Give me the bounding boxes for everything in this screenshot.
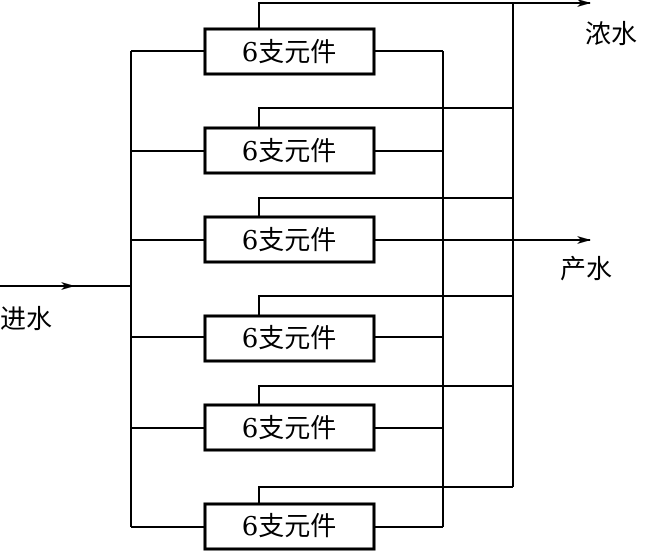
module-4: 6支元件 <box>131 295 513 363</box>
module-6-box <box>203 502 376 551</box>
module-2: 6支元件 <box>131 107 513 175</box>
module-4-label: 6支元件 <box>242 324 337 354</box>
module-4-box <box>203 314 376 363</box>
module-3-concentrate-line <box>258 197 513 217</box>
module-4-concentrate-line <box>258 295 513 316</box>
module-6-label: 6支元件 <box>242 512 337 542</box>
module-6: 6支元件 <box>131 486 513 551</box>
module-5-concentrate-line <box>258 385 513 405</box>
module-6-concentrate-line <box>258 486 513 504</box>
module-3: 6支元件 <box>131 197 513 264</box>
module-2-label: 6支元件 <box>242 137 337 167</box>
feed-label: 进水 <box>0 305 52 335</box>
module-2-concentrate-line <box>258 107 513 128</box>
module-1-concentrate-line <box>258 2 513 29</box>
module-3-label: 6支元件 <box>242 226 337 256</box>
concentrate-label: 浓水 <box>585 20 637 50</box>
module-2-box <box>203 126 376 175</box>
module-5-label: 6支元件 <box>242 414 337 444</box>
module-5-box <box>203 403 376 452</box>
module-3-box <box>203 215 376 264</box>
module-1: 6支元件 <box>131 2 513 76</box>
product-label: 产水 <box>560 255 612 285</box>
module-1-box <box>203 27 376 76</box>
module-1-label: 6支元件 <box>242 38 337 68</box>
module-5: 6支元件 <box>131 385 513 452</box>
